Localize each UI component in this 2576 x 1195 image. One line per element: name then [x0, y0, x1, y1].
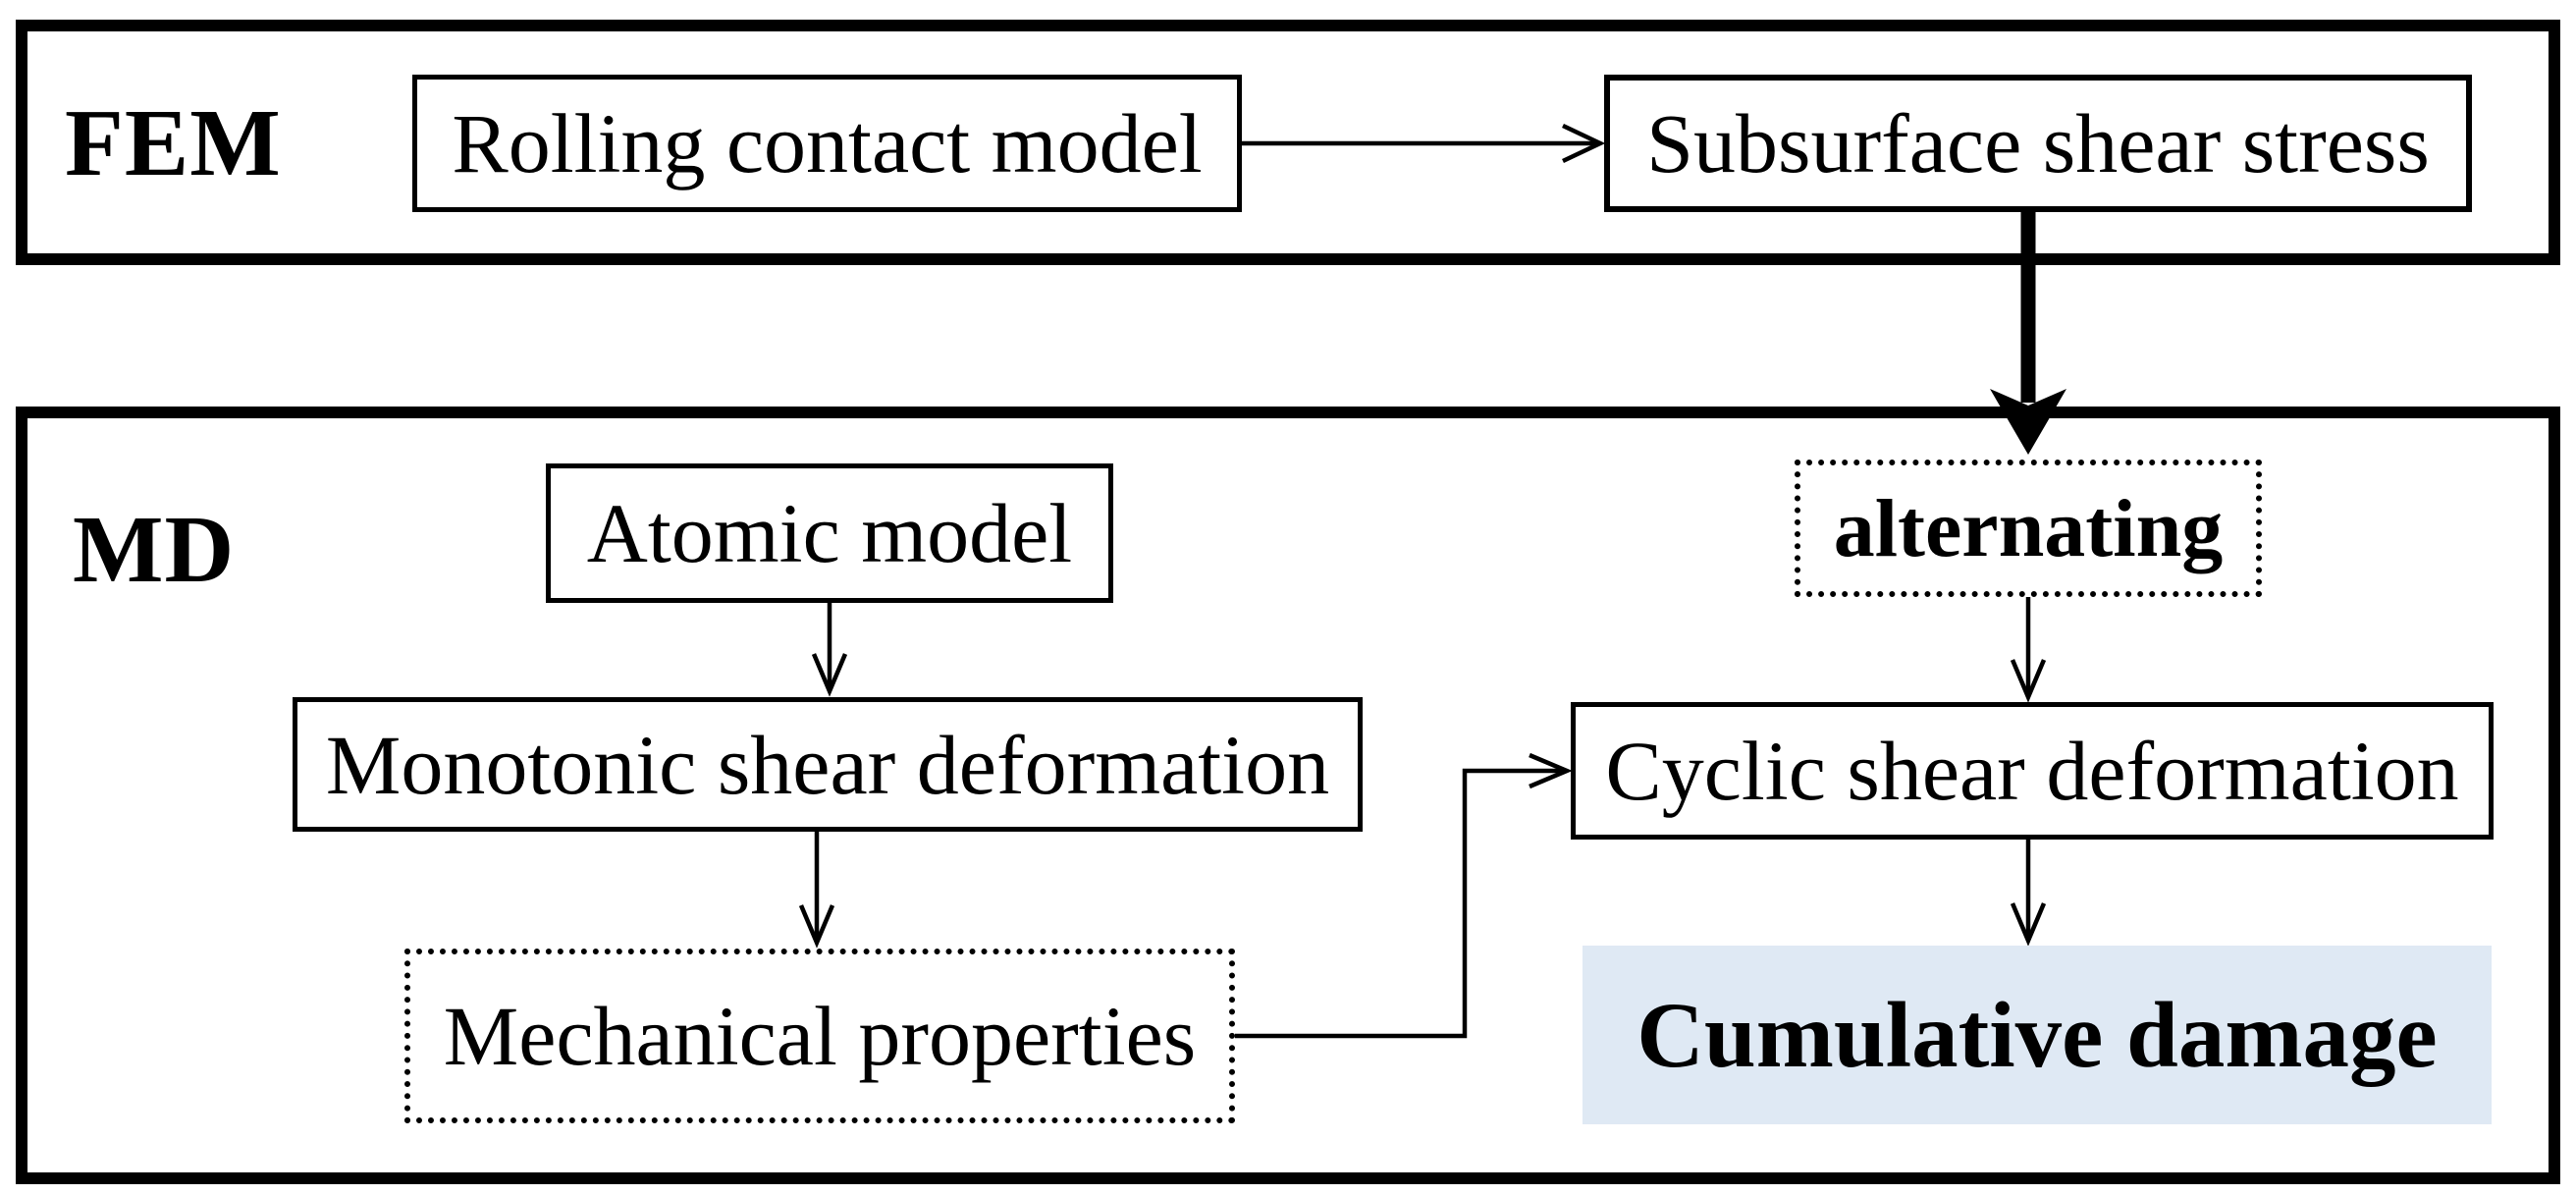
node-cyclic-shear-deformation: Cyclic shear deformation: [1571, 702, 2494, 840]
node-cumulative-damage: Cumulative damage: [1583, 946, 2492, 1124]
node-subsurface-shear-stress: Subsurface shear stress: [1604, 75, 2472, 212]
fem-section-frame: [16, 20, 2560, 265]
node-mechanical-properties: Mechanical properties: [404, 949, 1235, 1123]
node-rolling-contact-model: Rolling contact model: [412, 75, 1242, 212]
node-monotonic-shear-deformation: Monotonic shear deformation: [293, 697, 1363, 832]
fem-section-label: FEM: [65, 90, 282, 196]
node-alternating: alternating: [1795, 460, 2262, 597]
md-section-frame: [16, 407, 2560, 1184]
node-atomic-model: Atomic model: [546, 463, 1113, 603]
md-section-label: MD: [73, 497, 236, 603]
